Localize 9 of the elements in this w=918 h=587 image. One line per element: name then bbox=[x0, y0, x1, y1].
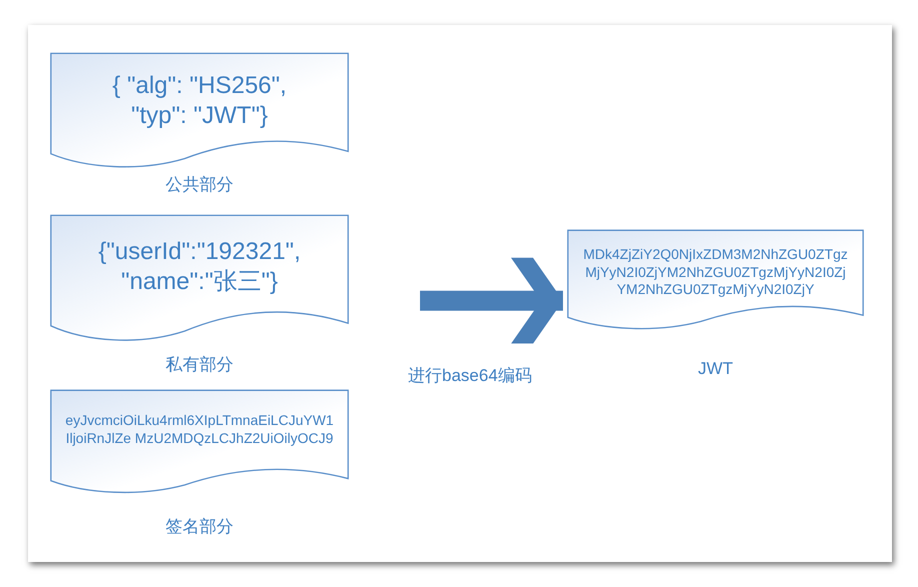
code-text: MDk4ZjZiY2Q0NjIxZDM3M2NhZGU0ZTgz MjYyN2I0ZjYM2NhZGU0ZTgzMjYyN2I0Zj YM2NhZGU0ZTgzMjYyN2I0ZjY bbox=[582, 246, 849, 298]
node-label: 公共部分 bbox=[164, 174, 234, 196]
edge-label: 进行base64编码 bbox=[408, 364, 533, 387]
node-label: JWT bbox=[697, 359, 734, 379]
code-text: {"userId":"192321", "name":"张三"} bbox=[97, 237, 302, 297]
code-text: { "alg": "HS256", "typ": "JWT"} bbox=[111, 71, 288, 131]
code-text: eyJvcmciOiLku4rml6XIpLTmnaEiLCJuYW1 IljoiRnJlZe MzU2MDQzLCJhZ2UiOilyOCJ9 bbox=[64, 412, 335, 447]
node-label: 签名部分 bbox=[164, 516, 234, 538]
node-label: 私有部分 bbox=[164, 354, 234, 376]
